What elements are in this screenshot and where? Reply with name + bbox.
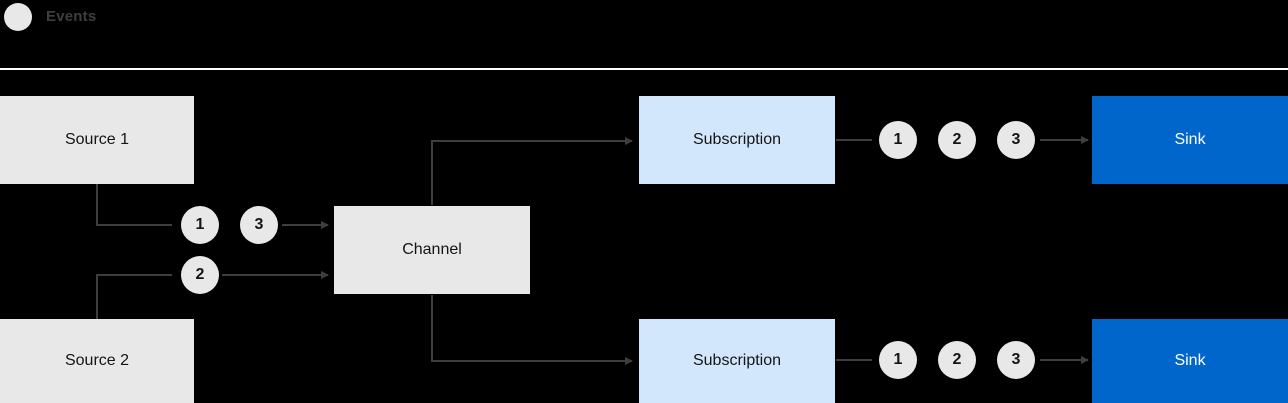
node-source-2[interactable]: Source 2: [0, 319, 194, 403]
node-source-1[interactable]: Source 1: [0, 96, 194, 184]
node-label: Subscription: [692, 131, 782, 148]
node-subscription-2[interactable]: Subscription: [639, 319, 835, 403]
node-label: Subscription: [692, 352, 782, 369]
event-token-label: 3: [1011, 351, 1021, 368]
event-token-label: 1: [893, 351, 903, 368]
node-label: Source 1: [64, 131, 130, 148]
event-token-label: 1: [893, 131, 903, 148]
legend: Events: [0, 0, 1288, 33]
node-label: Sink: [1174, 131, 1206, 148]
event-token-label: 2: [952, 351, 962, 368]
event-token: 1: [879, 121, 917, 159]
node-sink-2[interactable]: Sink: [1092, 319, 1288, 403]
node-subscription-1[interactable]: Subscription: [639, 96, 835, 184]
event-token: 2: [938, 341, 976, 379]
node-label: Channel: [402, 241, 462, 258]
divider: [0, 68, 1288, 70]
node-sink-1[interactable]: Sink: [1092, 96, 1288, 184]
event-token: 3: [997, 341, 1035, 379]
event-token: 1: [181, 206, 219, 244]
node-label: Sink: [1174, 352, 1206, 369]
event-token-label: 1: [195, 216, 205, 233]
event-token: 3: [997, 121, 1035, 159]
event-token-label: 3: [254, 216, 264, 233]
event-token: 3: [240, 206, 278, 244]
legend-label: Events: [46, 8, 97, 25]
event-token-label: 2: [195, 266, 205, 283]
event-token-label: 2: [952, 131, 962, 148]
event-token: 2: [938, 121, 976, 159]
circle-icon: [4, 2, 32, 31]
node-label: Source 2: [64, 352, 130, 369]
event-token: 2: [181, 256, 219, 294]
event-token: 1: [879, 341, 917, 379]
event-token-label: 3: [1011, 131, 1021, 148]
node-channel[interactable]: Channel: [334, 206, 530, 294]
